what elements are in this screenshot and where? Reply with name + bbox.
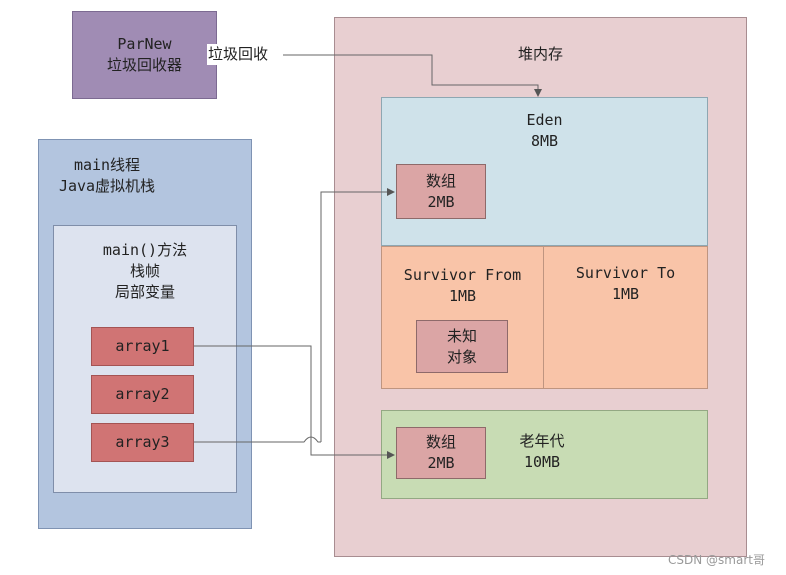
array1-to-eden	[320, 188, 395, 437]
old-gen-title: 老年代 10MB	[492, 431, 592, 473]
frame-method: main()方法	[102, 241, 188, 259]
object-line2: 对象	[446, 347, 477, 366]
variable-array2: array2	[91, 375, 194, 414]
object-type: 数组	[425, 171, 456, 190]
old-gen-name: 老年代	[519, 432, 565, 450]
watermark: CSDN @smart哥	[668, 553, 765, 567]
survivor-from-name: Survivor From	[403, 266, 522, 284]
gc-arrow-label: 垃圾回收	[207, 44, 270, 65]
gc-connector	[283, 54, 542, 97]
eden-array-object: 数组 2MB	[396, 164, 486, 219]
thread-name: main线程	[73, 156, 141, 174]
eden-size: 8MB	[530, 132, 559, 150]
object-line1: 未知	[446, 326, 477, 345]
variable-label: array2	[115, 385, 170, 403]
frame-label: 栈帧	[129, 262, 160, 280]
heap-title-text: 堆内存	[517, 45, 563, 63]
survivor-from-title: Survivor From 1MB	[382, 265, 543, 307]
thread-stack-label: Java虚拟机栈	[58, 177, 156, 195]
unknown-object: 未知 对象	[416, 320, 508, 373]
survivor-to-title: Survivor To 1MB	[544, 263, 707, 305]
array1-connector	[194, 345, 312, 437]
object-size: 2MB	[427, 192, 455, 211]
survivor-from-size: 1MB	[448, 287, 477, 305]
object-type: 数组	[425, 433, 456, 451]
heap-title: 堆内存	[334, 44, 747, 65]
survivor-to-region: Survivor To 1MB	[543, 246, 708, 389]
variable-label: array3	[115, 433, 170, 451]
frame-locals: 局部变量	[114, 283, 175, 301]
eden-name: Eden	[526, 111, 563, 129]
thread-title: main线程 Java虚拟机栈	[0, 155, 214, 197]
eden-title: Eden 8MB	[382, 110, 707, 152]
array1-to-old	[310, 437, 395, 459]
variable-array3: array3	[91, 423, 194, 462]
variable-array1: array1	[91, 327, 194, 366]
old-gen-size: 10MB	[523, 453, 561, 471]
frame-title: main()方法 栈帧 局部变量	[54, 240, 236, 303]
variable-label: array1	[115, 337, 170, 355]
parnew-collector-box: ParNew 垃圾回收器	[72, 11, 217, 99]
old-array-object: 数组 2MB	[396, 427, 486, 479]
array3-connector	[194, 436, 321, 443]
survivor-to-name: Survivor To	[575, 264, 676, 282]
survivor-to-size: 1MB	[611, 285, 640, 303]
collector-desc: 垃圾回收器	[106, 56, 182, 74]
collector-name: ParNew	[117, 35, 172, 53]
object-size: 2MB	[427, 454, 455, 472]
